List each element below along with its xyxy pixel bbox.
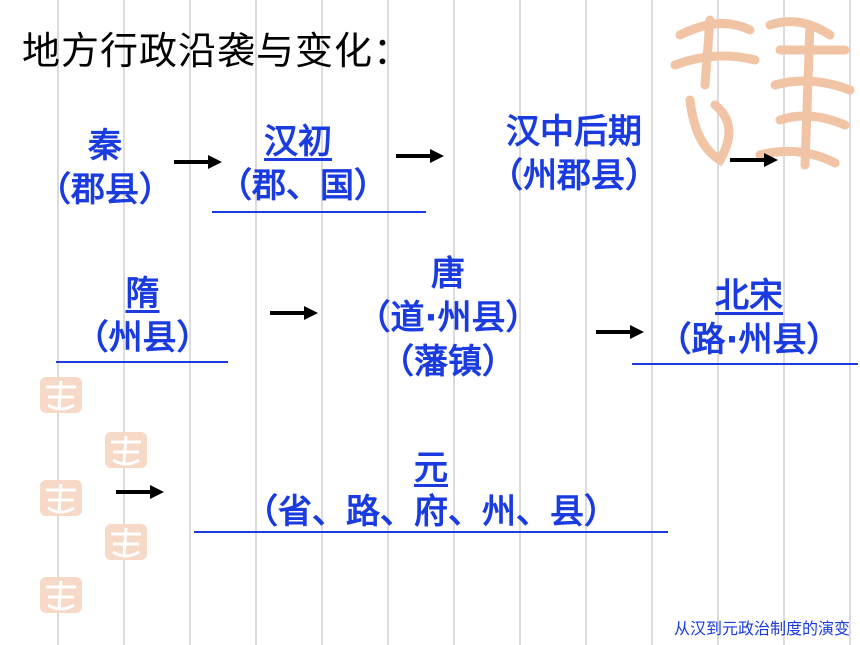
- arrow-right-icon: [116, 485, 164, 499]
- stage-qin-name: 秦: [88, 126, 122, 166]
- stage-yuan-underline: [194, 531, 668, 533]
- stage-hanchu-underline: [212, 211, 426, 213]
- stage-yuan-name: 元: [414, 448, 448, 488]
- stage-qin-system: （郡县）: [37, 170, 173, 211]
- stage-qin: 秦 （郡县）: [32, 124, 178, 212]
- stage-tang-extra: （藩镇）: [380, 342, 516, 383]
- stage-yuan: 元 （省、路、府、州、县）: [196, 446, 666, 534]
- stage-beisong-name: 北宋: [715, 276, 783, 316]
- auspicious-seal-icon: [40, 480, 82, 516]
- stage-tang-system: （道·州县）: [356, 298, 540, 339]
- stage-hanchu-name: 汉初: [264, 122, 332, 162]
- auspicious-seal-icon: [40, 377, 82, 413]
- arrow-right-icon: [174, 155, 222, 169]
- stage-hanzhong-name: 汉中后期: [506, 112, 642, 152]
- stage-yuan-system: （省、路、府、州、县）: [244, 492, 618, 533]
- arrow-right-icon: [396, 149, 444, 163]
- arrow-right-icon: [596, 325, 644, 339]
- slide-caption: 从汉到元政治制度的演变: [673, 619, 850, 638]
- stage-beisong: 北宋 （路·州县）: [642, 274, 856, 362]
- stage-sui: 隋 （州县）: [60, 272, 225, 360]
- stage-beisong-system: （路·州县）: [657, 320, 841, 361]
- stage-hanzhong: 汉中后期 （州郡县）: [474, 110, 674, 198]
- stage-tang: 唐 （道·州县） （藩镇）: [340, 252, 556, 385]
- auspicious-seal-icon: [40, 577, 82, 613]
- auspicious-seal-icon: [105, 524, 147, 560]
- arrow-right-icon: [730, 153, 778, 167]
- stage-sui-name: 隋: [125, 274, 160, 314]
- arrow-right-icon: [270, 306, 318, 320]
- auspicious-seal-icon: [105, 432, 147, 468]
- stage-beisong-underline: [632, 363, 858, 365]
- auspicious-seal-icon: [670, 15, 855, 170]
- stage-tang-name: 唐: [431, 254, 465, 294]
- stage-hanchu: 汉初 （郡、国）: [218, 120, 388, 208]
- stage-sui-system: （州县）: [74, 318, 211, 359]
- stage-hanchu-system: （郡、国）: [218, 166, 388, 207]
- stage-hanzhong-system: （州郡县）: [489, 156, 659, 197]
- stage-sui-underline: [56, 361, 228, 363]
- slide-title: 地方行政沿袭与变化：: [22, 29, 413, 73]
